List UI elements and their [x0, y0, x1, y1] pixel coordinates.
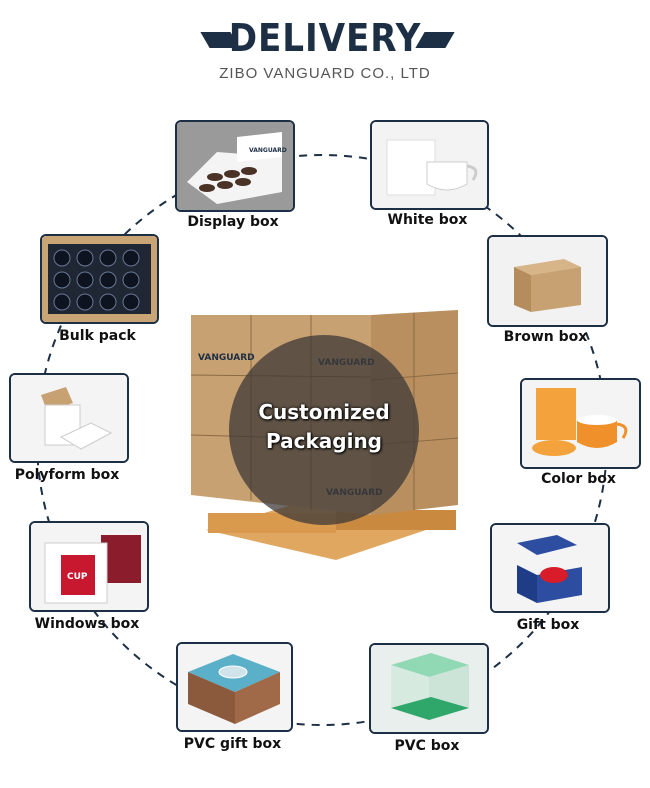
display-box-image: VANGUARD [177, 122, 293, 210]
display-box-card[interactable]: VANGUARD [175, 120, 295, 212]
color-box-card[interactable] [520, 378, 641, 469]
bulk-pack-image [42, 236, 157, 322]
label-polyform-box: Polyform box [14, 467, 120, 483]
label-windows-box: Windows box [34, 616, 140, 632]
pvc-box-image [371, 645, 487, 732]
page-title: DELIVERY [228, 16, 422, 60]
label-pvc-box: PVC box [394, 738, 460, 754]
svg-text:VANGUARD: VANGUARD [249, 147, 287, 154]
color-box-image [522, 380, 639, 467]
gift-box-card[interactable] [490, 523, 610, 613]
label-color-box: Color box [541, 471, 616, 487]
brown-box-card[interactable] [487, 235, 608, 327]
white-box-card[interactable] [370, 120, 489, 210]
center-line-2: Packaging [266, 429, 382, 453]
page-subtitle: ZIBO VANGUARD CO., LTD [219, 65, 431, 82]
label-white-box: White box [387, 212, 468, 228]
label-gift-box: Gift box [516, 617, 580, 633]
label-brown-box: Brown box [503, 329, 588, 345]
pallet-image: VANGUARD VANGUARD VANGUARD [186, 305, 462, 570]
polyform-box-image [11, 375, 127, 461]
polyform-box-card[interactable] [9, 373, 129, 463]
svg-text:CUP: CUP [67, 572, 88, 582]
center-caption: Customized Packaging [236, 398, 412, 456]
pvc-gift-box-image [178, 644, 291, 730]
white-box-image [372, 122, 487, 208]
windows-box-image: CUP [31, 523, 147, 610]
box-brand-1: VANGUARD [198, 353, 255, 363]
pvc-gift-box-card[interactable] [176, 642, 293, 732]
label-display-box: Display box [187, 214, 279, 230]
pvc-box-card[interactable] [369, 643, 489, 734]
windows-box-card[interactable]: CUP [29, 521, 149, 612]
brown-box-image [489, 237, 606, 325]
bulk-pack-card[interactable] [40, 234, 159, 324]
label-bulk-pack: Bulk pack [59, 328, 136, 344]
center-line-1: Customized [258, 400, 390, 424]
label-pvc-gift-box: PVC gift box [183, 736, 282, 752]
gift-box-image [492, 525, 608, 611]
